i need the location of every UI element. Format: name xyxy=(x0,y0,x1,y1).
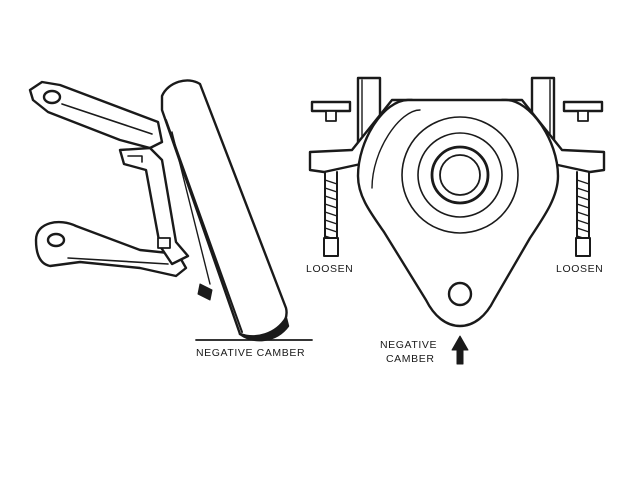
lower-pivot-hole xyxy=(447,281,473,307)
left-loosen-label: LOOSEN xyxy=(306,263,353,275)
right-adjusting-bolt xyxy=(562,100,604,257)
left-adjusting-bolt xyxy=(310,100,352,257)
hub xyxy=(401,116,519,234)
lower-control-arm xyxy=(34,220,188,278)
up-arrow-icon xyxy=(451,335,469,365)
left-view xyxy=(28,79,313,342)
upper-control-arm xyxy=(28,80,164,150)
camber-label: CAMBER xyxy=(386,353,435,365)
spindle-plate xyxy=(356,98,560,328)
right-view xyxy=(308,76,606,365)
right-loosen-label: LOOSEN xyxy=(556,263,603,275)
left-caption: NEGATIVE CAMBER xyxy=(196,347,305,359)
negative-label: NEGATIVE xyxy=(380,339,437,351)
steering-knuckle xyxy=(118,146,190,266)
tire xyxy=(160,79,290,342)
